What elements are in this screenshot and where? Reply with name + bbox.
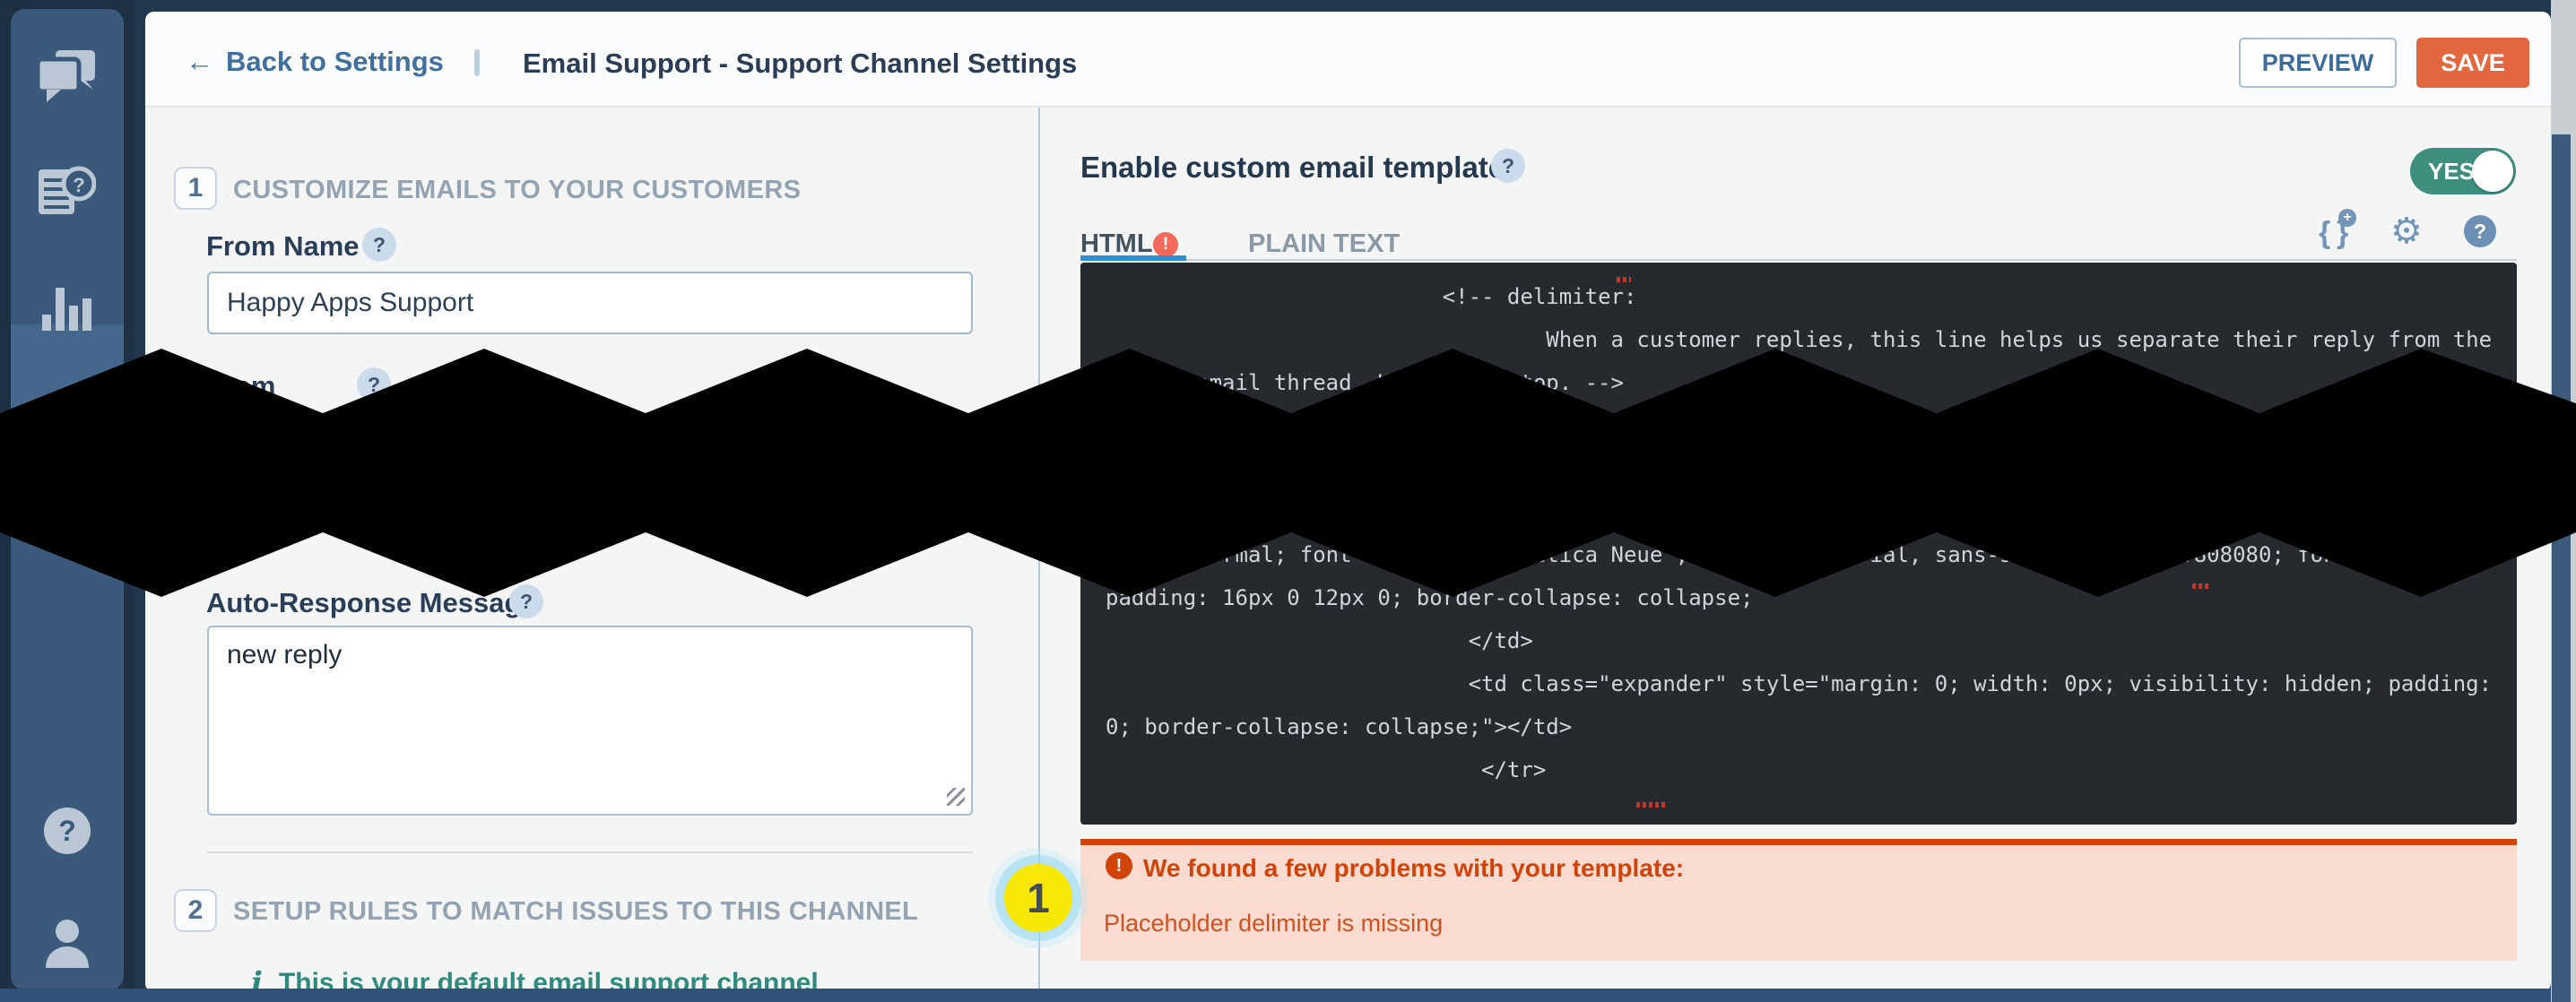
error-title: We found a few problems with your templa…	[1143, 854, 1685, 882]
sidebar-item-profile[interactable]	[11, 905, 124, 986]
panel-divider	[1038, 108, 1040, 992]
from-name-label: From Name	[206, 230, 360, 262]
section2-number: 2	[174, 889, 217, 932]
back-arrow-icon: ←	[186, 46, 213, 77]
from-name-help-icon[interactable]: ?	[362, 228, 396, 262]
info-icon: i	[251, 965, 263, 992]
html-code-editor[interactable]: <!-- delimiter: When a customer replies,…	[1080, 263, 2517, 825]
sidebar-item-knowledge-base[interactable]: ?	[11, 152, 124, 233]
sidebar-item-help[interactable]: ?	[11, 790, 124, 871]
lint-mark-color	[2192, 583, 2208, 589]
from-label: From	[206, 370, 276, 402]
sidebar-item-reports[interactable]	[11, 269, 124, 350]
code-content: <!-- delimiter: When a customer replies,…	[1106, 284, 2505, 782]
save-button[interactable]: SAVE	[2416, 38, 2529, 88]
sidebar: ? ?	[0, 0, 134, 1002]
section2-title: SETUP RULES TO MATCH ISSUES TO THIS CHAN…	[233, 897, 919, 926]
section-divider	[207, 851, 973, 853]
section1-number: 1	[174, 167, 217, 210]
auto-response-label: Auto-Response Message	[206, 587, 537, 618]
insert-placeholder-icon[interactable]: { }+	[2319, 209, 2356, 251]
editor-help-icon[interactable]: ?	[2464, 215, 2496, 247]
tab-underline-track	[1080, 259, 2517, 261]
from-input[interactable]	[207, 415, 973, 478]
topbar: ← Back to Settings Email Support - Suppo…	[145, 12, 2551, 108]
chat-bubbles-icon	[35, 49, 97, 107]
page-title: Email Support - Support Channel Settings	[523, 48, 1078, 79]
tab-html[interactable]: HTML	[1080, 229, 1153, 258]
svg-text:?: ?	[73, 174, 84, 196]
help-circle-icon: ?	[44, 808, 91, 854]
from-help-icon[interactable]: ?	[357, 367, 391, 402]
sidebar-item-conversations[interactable]	[11, 38, 124, 118]
tab-plain-text[interactable]: PLAIN TEXT	[1248, 229, 1401, 258]
person-icon	[42, 919, 92, 972]
settings-card: ← Back to Settings Email Support - Suppo…	[145, 12, 2551, 992]
toggle-knob	[2472, 151, 2513, 192]
auto-response-textarea[interactable]: new reply	[207, 626, 973, 816]
bar-chart-icon	[42, 284, 92, 335]
from-name-input[interactable]	[207, 272, 973, 334]
faq-document-icon: ?	[39, 164, 97, 222]
sidebar-panel: ? ?	[11, 9, 124, 990]
preview-button[interactable]: PREVIEW	[2239, 38, 2397, 88]
error-icon: !	[1106, 852, 1132, 879]
page-scrollbar[interactable]	[2551, 0, 2576, 1002]
lint-mark-top	[1617, 277, 1631, 282]
bottom-edge-strip	[0, 989, 2576, 1002]
gear-icon[interactable]: ⚙	[2390, 211, 2423, 252]
page-scrollbar-thumb[interactable]	[2552, 134, 2571, 1002]
toggle-label: YES	[2428, 158, 2476, 185]
error-message: Placeholder delimiter is missing	[1104, 910, 1444, 937]
lint-mark-tr	[1636, 802, 1665, 808]
step-annotation-badge: 1	[1004, 864, 1072, 932]
enable-templates-toggle[interactable]: YES	[2410, 148, 2516, 194]
html-error-badge: !	[1153, 232, 1178, 257]
template-error-box: ! We found a few problems with your temp…	[1080, 839, 2517, 961]
enable-templates-help-icon[interactable]: ?	[1491, 149, 1525, 183]
default-channel-info: i This is your default email support cha…	[251, 965, 819, 992]
tab-underline-active	[1080, 255, 1186, 261]
back-label: Back to Settings	[226, 46, 444, 77]
enable-templates-label: Enable custom email templates	[1080, 151, 1522, 184]
section1-title: CUSTOMIZE EMAILS TO YOUR CUSTOMERS	[233, 176, 802, 204]
auto-response-help-icon[interactable]: ?	[509, 584, 543, 618]
back-to-settings-link[interactable]: ← Back to Settings	[186, 46, 444, 78]
default-channel-info-text: This is your default email support chann…	[278, 968, 819, 992]
topbar-divider	[474, 49, 480, 76]
